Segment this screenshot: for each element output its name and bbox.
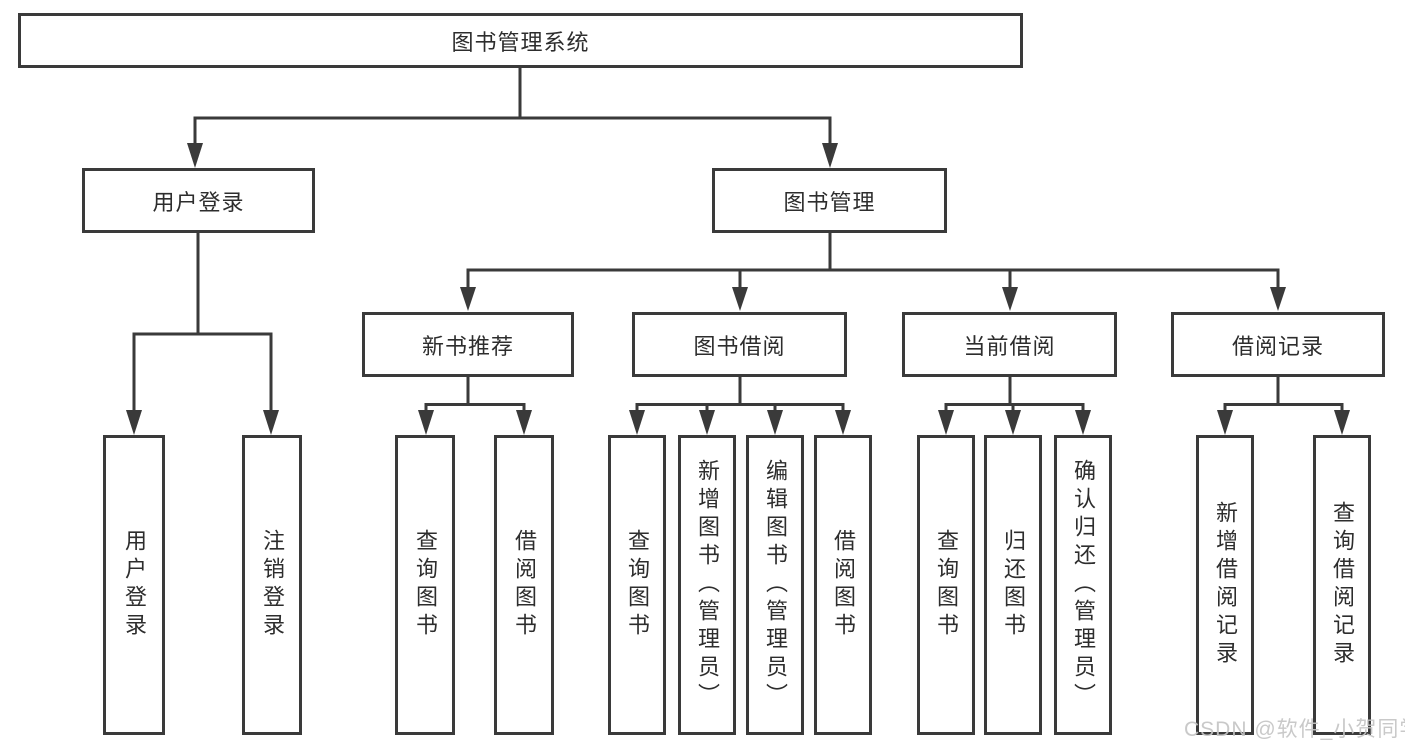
leaf-recommend-query-books-label: 查询图书 (413, 529, 438, 641)
csdn-watermark: CSDN @软件_小贺同学 (1184, 718, 1405, 741)
node-borrow-record-label: 借阅记录 (1231, 333, 1324, 359)
arrowhead (418, 410, 434, 435)
arrowhead (263, 410, 279, 435)
arrowhead (1002, 287, 1018, 311)
leaf-current-confirm-return-admin-label: 确认归还（管理员） (1071, 459, 1096, 711)
arrowhead (938, 410, 954, 435)
arrowhead (1075, 410, 1091, 435)
leaf-borrow-add-books-admin-label: 新增图书（管理员） (695, 459, 720, 711)
node-current-borrow-label: 当前借阅 (963, 333, 1056, 359)
leaf-borrow-add-books-admin: 新增图书（管理员） (678, 435, 736, 735)
leaf-recommend-borrow-books-label: 借阅图书 (512, 529, 537, 641)
leaf-borrow-edit-books-admin-label: 编辑图书（管理员） (763, 459, 788, 711)
connector-current-borrow-to-leaves (938, 377, 1091, 435)
leaf-record-query-borrow-record-label: 查询借阅记录 (1330, 501, 1355, 669)
leaf-current-query-books-label: 查询图书 (934, 529, 959, 641)
connector-book-management-to-level3 (460, 233, 1286, 311)
leaf-borrow-borrow-books: 借阅图书 (814, 435, 872, 735)
node-book-borrow-label: 图书借阅 (693, 333, 786, 359)
connector-book-borrow-to-leaves (629, 377, 851, 435)
leaf-borrow-query-books-label: 查询图书 (625, 529, 650, 641)
node-book-borrow: 图书借阅 (632, 312, 847, 377)
node-user-login-label: 用户登录 (152, 189, 245, 215)
arrowhead (732, 287, 748, 311)
root-node-label: 图书管理系统 (451, 29, 590, 55)
leaf-current-query-books: 查询图书 (917, 435, 975, 735)
node-book-management: 图书管理 (712, 168, 947, 233)
arrowhead (835, 410, 851, 435)
leaf-current-confirm-return-admin: 确认归还（管理员） (1054, 435, 1112, 735)
arrowhead (822, 143, 838, 168)
leaf-record-query-borrow-record: 查询借阅记录 (1313, 435, 1371, 735)
arrowhead (767, 410, 783, 435)
leaf-current-return-books-label: 归还图书 (1001, 529, 1026, 641)
connector-root-to-level2 (187, 68, 838, 168)
leaf-current-return-books: 归还图书 (984, 435, 1042, 735)
arrowhead (516, 410, 532, 435)
leaf-borrow-query-books: 查询图书 (608, 435, 666, 735)
leaf-user-login: 用户登录 (103, 435, 165, 735)
arrowhead (699, 410, 715, 435)
arrowhead (629, 410, 645, 435)
root-node-library-management-system: 图书管理系统 (18, 13, 1023, 68)
arrowhead (1217, 410, 1233, 435)
arrowhead (126, 410, 142, 435)
connector-new-book-recommend-to-leaves (418, 377, 532, 435)
leaf-logout: 注销登录 (242, 435, 302, 735)
arrowhead (1005, 410, 1021, 435)
node-book-management-label: 图书管理 (783, 189, 876, 215)
leaf-recommend-borrow-books: 借阅图书 (494, 435, 554, 735)
leaf-record-add-borrow-record-label: 新增借阅记录 (1213, 501, 1238, 669)
arrowhead (1270, 287, 1286, 311)
node-user-login: 用户登录 (82, 168, 315, 233)
node-new-book-recommend-label: 新书推荐 (421, 333, 514, 359)
connector-borrow-record-to-leaves (1217, 377, 1350, 435)
leaf-record-add-borrow-record: 新增借阅记录 (1196, 435, 1254, 735)
arrowhead (187, 143, 203, 168)
leaf-borrow-borrow-books-label: 借阅图书 (831, 529, 856, 641)
leaf-logout-label: 注销登录 (260, 529, 285, 641)
leaf-user-login-label: 用户登录 (122, 529, 147, 641)
arrowhead (1334, 410, 1350, 435)
leaf-borrow-edit-books-admin: 编辑图书（管理员） (746, 435, 804, 735)
node-borrow-record: 借阅记录 (1171, 312, 1385, 377)
leaf-recommend-query-books: 查询图书 (395, 435, 455, 735)
node-new-book-recommend: 新书推荐 (362, 312, 574, 377)
arrowhead (460, 287, 476, 311)
node-current-borrow: 当前借阅 (902, 312, 1117, 377)
connector-user-login-to-leaves (126, 233, 279, 435)
